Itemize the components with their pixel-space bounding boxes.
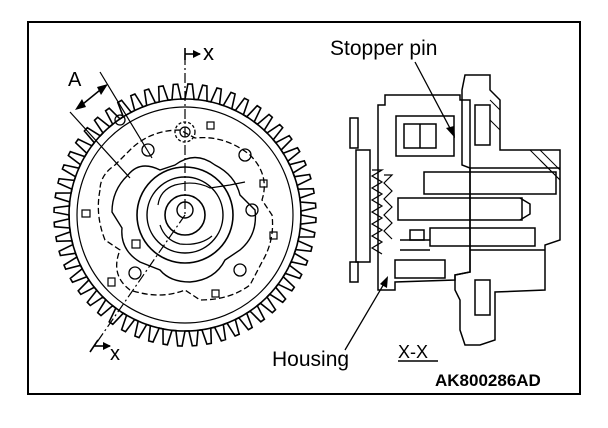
bolt-hole-left bbox=[128, 266, 142, 280]
shaft bbox=[397, 197, 523, 221]
bolt-hole-right-upper bbox=[238, 148, 252, 162]
bolt-hole-left-upper bbox=[141, 143, 155, 157]
shaft-lower-channel bbox=[429, 227, 536, 247]
section-bottom-label: x bbox=[110, 343, 120, 365]
shaft-end bbox=[519, 197, 531, 221]
section-gear-rim bbox=[355, 149, 371, 263]
inner-lobe-outline bbox=[111, 156, 257, 283]
section-line-lower bbox=[94, 214, 186, 346]
section-bottom-block bbox=[394, 259, 446, 279]
bolt-hole-right bbox=[245, 203, 259, 217]
housing-leader bbox=[344, 276, 388, 351]
notch-7 bbox=[259, 179, 268, 188]
gear-inner-rim bbox=[76, 106, 294, 324]
spring-section-2 bbox=[383, 174, 394, 240]
section-arrow-bottom bbox=[89, 339, 111, 353]
dimension-a-label: A bbox=[68, 69, 82, 91]
pin-small bbox=[409, 229, 425, 241]
spring-coil-2 bbox=[159, 224, 213, 245]
notch-6 bbox=[131, 239, 141, 249]
spring-coil bbox=[157, 181, 246, 206]
section-hatching bbox=[489, 99, 561, 181]
bolt-hole-upper-left bbox=[114, 114, 126, 126]
dimension-a-leader-1 bbox=[69, 111, 131, 179]
housing-label: Housing bbox=[272, 348, 349, 371]
section-view-label: X-X bbox=[398, 342, 428, 362]
notch-5 bbox=[269, 231, 278, 240]
section-detail-lower bbox=[474, 279, 491, 316]
dimension-a-leader-2 bbox=[99, 71, 153, 159]
shaft-upper-channel bbox=[423, 171, 557, 195]
notch-3 bbox=[107, 277, 116, 287]
bolt-hole-right-lower bbox=[233, 263, 247, 277]
dimension-a bbox=[75, 84, 108, 110]
notch-2 bbox=[81, 209, 91, 218]
stopper-pin-label: Stopper pin bbox=[330, 37, 437, 60]
gear-front-view bbox=[53, 55, 317, 347]
spring-section bbox=[370, 169, 385, 255]
notch-4 bbox=[211, 289, 220, 298]
section-view bbox=[349, 74, 561, 346]
section-detail-upper bbox=[474, 104, 491, 146]
diagram-frame bbox=[27, 21, 581, 395]
stopper-pin-leader bbox=[414, 61, 455, 138]
section-gear-teeth-bottom bbox=[349, 261, 359, 283]
housing-plate bbox=[377, 94, 471, 291]
section-top-label: x bbox=[203, 40, 214, 65]
notch-1 bbox=[206, 121, 215, 130]
section-gear-teeth bbox=[349, 117, 359, 149]
reference-code: AK800286AD bbox=[435, 371, 541, 390]
section-arrow-top bbox=[184, 48, 201, 60]
